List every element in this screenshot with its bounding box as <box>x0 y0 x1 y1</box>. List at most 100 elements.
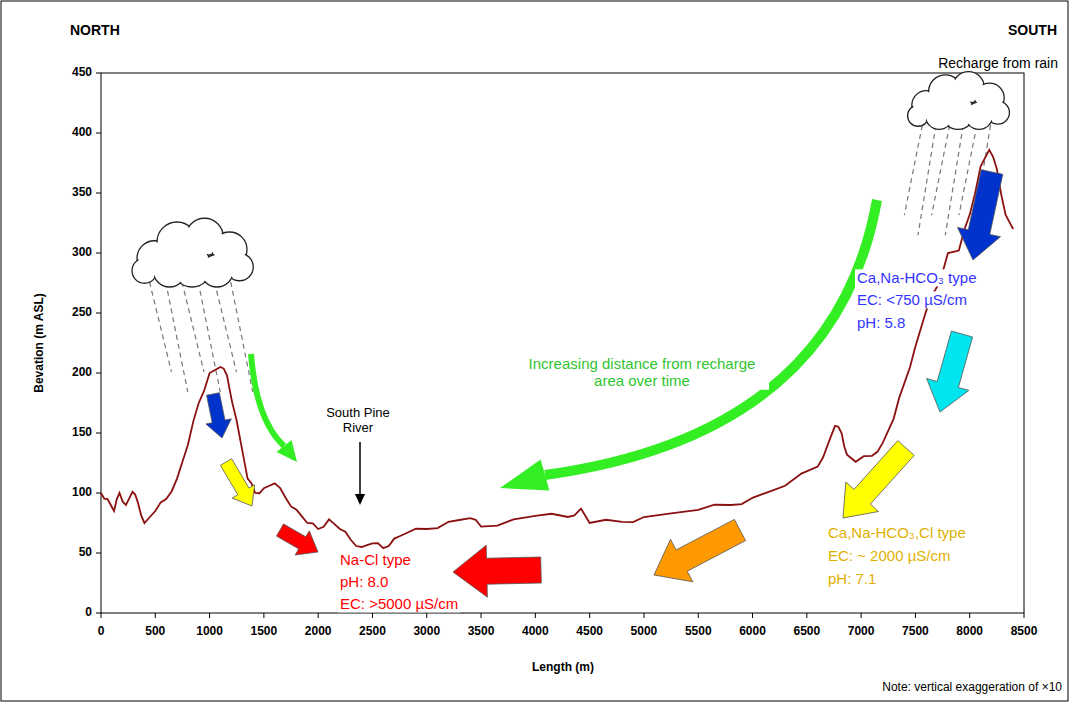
flow-arrow <box>453 545 541 597</box>
rain-clouds <box>132 72 1009 392</box>
y-tick <box>96 253 101 254</box>
y-tick <box>96 613 101 614</box>
flow-arrow <box>654 519 746 581</box>
axis-ticks <box>96 73 1024 618</box>
x-tick <box>861 613 862 618</box>
y-tick <box>96 553 101 554</box>
x-tick <box>806 613 807 618</box>
water-type-note: EC: >5000 µS/cm <box>338 595 460 612</box>
x-tick-label: 1500 <box>251 625 278 639</box>
water-type-note: EC: ~ 2000 µS/cm <box>826 547 952 564</box>
green-arrow-head <box>277 440 298 462</box>
y-tick-label: 50 <box>79 546 92 560</box>
x-tick-label: 7000 <box>848 625 875 639</box>
rain-streak <box>945 125 963 235</box>
y-tick-label: 400 <box>72 126 92 140</box>
x-tick <box>643 613 644 618</box>
y-tick-label: 0 <box>85 606 92 620</box>
rain-streak <box>932 125 950 215</box>
flow-arrow <box>843 441 914 518</box>
plot-frame <box>101 73 1024 613</box>
trend-note: Increasing distance from recharge area o… <box>515 355 769 390</box>
x-tick-label: 4000 <box>522 625 549 639</box>
y-tick <box>96 373 101 374</box>
x-tick-label: 5000 <box>631 625 658 639</box>
x-axis-title: Length (m) <box>532 661 594 675</box>
river-pointer-head <box>355 494 365 505</box>
x-tick <box>752 613 753 618</box>
x-tick-label: 3000 <box>413 625 440 639</box>
x-tick <box>915 613 916 618</box>
x-tick <box>155 613 156 618</box>
y-tick <box>96 73 101 74</box>
x-tick-label: 7500 <box>902 625 929 639</box>
cloud-fill <box>133 260 155 282</box>
green-arrow-head <box>500 460 549 491</box>
x-tick-label: 500 <box>145 625 165 639</box>
water-type-note: EC: <750 µS/cm <box>855 291 969 308</box>
x-tick <box>372 613 373 618</box>
water-type-note: Ca,Na-HCO₃,Cl type <box>826 524 968 541</box>
flow-arrow <box>220 459 254 506</box>
water-type-note: pH: 8.0 <box>338 573 390 590</box>
x-tick <box>209 613 210 618</box>
y-tick-label: 250 <box>72 306 92 320</box>
cloud-fill <box>927 104 952 129</box>
x-tick <box>426 613 427 618</box>
x-tick <box>698 613 699 618</box>
x-tick-label: 2000 <box>305 625 332 639</box>
direction-label: SOUTH <box>1008 22 1057 38</box>
cloud-fill <box>202 256 232 286</box>
cloud-fill <box>909 107 927 125</box>
x-tick <box>318 613 319 618</box>
y-tick-label: 350 <box>72 186 92 200</box>
recharge-note: Recharge from rain <box>938 55 1058 71</box>
footnote: Note: vertical exaggeration of ×10 <box>882 681 1062 695</box>
x-tick-label: 2500 <box>359 625 386 639</box>
x-tick <box>263 613 264 618</box>
x-tick-label: 6000 <box>739 625 766 639</box>
cloud-fill <box>967 104 992 129</box>
rain-streak <box>231 282 253 392</box>
y-tick <box>96 433 101 434</box>
flow-arrow <box>958 170 1003 260</box>
x-tick-label: 8500 <box>1011 625 1038 639</box>
y-tick-label: 100 <box>72 486 92 500</box>
flow-arrow <box>206 393 231 438</box>
direction-label: NORTH <box>70 22 120 38</box>
y-axis-title: Bevation (m ASL) <box>33 293 47 393</box>
y-tick <box>96 493 101 494</box>
y-tick-label: 200 <box>72 366 92 380</box>
river-pointer-line <box>359 442 361 496</box>
y-tick-label: 300 <box>72 246 92 260</box>
flow-arrows <box>206 170 1003 598</box>
water-type-note: pH: 5.8 <box>855 314 907 331</box>
x-tick-label: 0 <box>98 625 105 639</box>
x-tick <box>535 613 536 618</box>
rain-streak <box>904 125 922 215</box>
x-tick-label: 5500 <box>685 625 712 639</box>
flow-arrow <box>277 524 319 555</box>
y-tick <box>96 193 101 194</box>
x-tick-label: 1000 <box>196 625 223 639</box>
y-tick <box>96 133 101 134</box>
x-tick-label: 8000 <box>956 625 983 639</box>
green-curved-arrow <box>251 354 284 446</box>
ground-profile <box>101 150 1013 548</box>
y-tick-label: 450 <box>72 66 92 80</box>
water-type-note: Ca,Na-HCO₃ type <box>855 269 978 286</box>
x-tick <box>589 613 590 618</box>
x-tick-label: 4500 <box>576 625 603 639</box>
x-tick <box>1024 613 1025 618</box>
elevation-profile-line <box>101 150 1013 548</box>
river-pointer <box>355 442 365 505</box>
river-label: South Pine River <box>310 406 406 436</box>
cloud-symbol <box>132 218 253 392</box>
rain-streak <box>918 125 936 235</box>
x-tick-label: 6500 <box>793 625 820 639</box>
x-tick <box>481 613 482 618</box>
y-tick <box>96 313 101 314</box>
